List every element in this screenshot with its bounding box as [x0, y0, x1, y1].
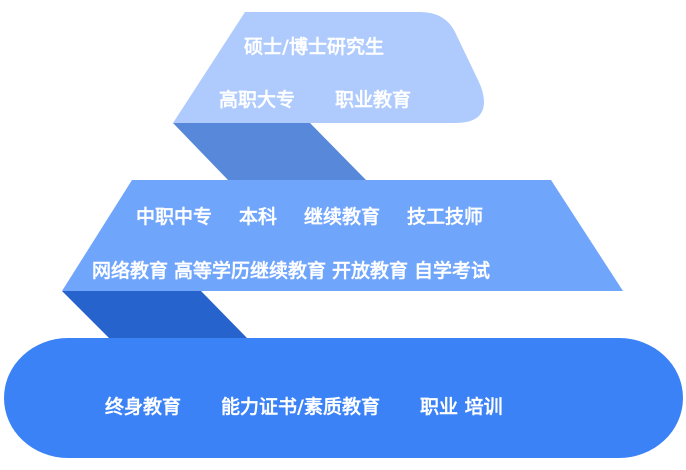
tier-label: 中职中专: [136, 206, 213, 228]
tier-label: 开放教育: [332, 260, 409, 282]
tier-label: 自学考试: [414, 260, 491, 282]
tier-label: 本科: [239, 206, 278, 228]
top-tier-line-2: 高职大专 职业教育: [219, 85, 411, 112]
tier-label: 网络教育: [92, 260, 169, 282]
tier-label: 技工技师: [407, 206, 484, 228]
top-tier-shape: [173, 12, 484, 123]
tier-label: 终身教育: [105, 396, 182, 418]
middle-tier-shape: [62, 180, 623, 291]
tier-label: 高职大专: [219, 89, 296, 111]
top-tier-line-1: 硕士/博士研究生: [244, 32, 384, 59]
tier-label: 职业 培训: [419, 396, 503, 418]
bottom-tier-line-1: 终身教育 能力证书/素质教育 职业 培训: [105, 392, 503, 419]
bottom-connector-shape: [62, 291, 247, 338]
top-connector-shape: [173, 123, 366, 180]
tier-label: 继续教育: [304, 206, 381, 228]
tier-label: 职业教育: [335, 89, 412, 111]
tier-label: 高等学历继续教育: [174, 260, 327, 282]
tier-label: 能力证书/素质教育: [221, 396, 380, 418]
bottom-tier-shape: [4, 338, 683, 458]
middle-tier-line-1: 中职中专 本科 继续教育 技工技师: [136, 202, 483, 229]
tier-label: 硕士/博士研究生: [244, 36, 384, 58]
middle-tier-line-2: 网络教育 高等学历继续教育 开放教育 自学考试: [92, 256, 490, 283]
